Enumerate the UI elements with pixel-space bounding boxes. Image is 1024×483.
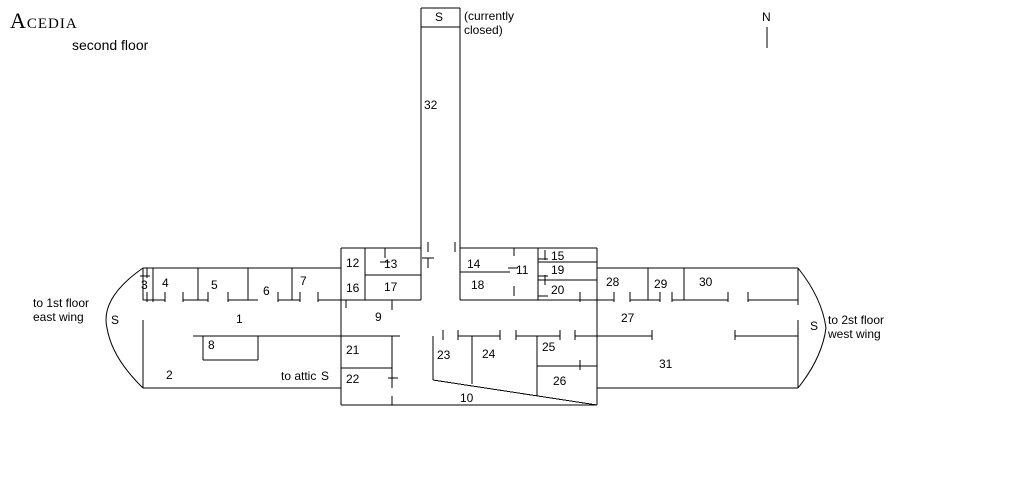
room-28: 28 <box>606 275 620 289</box>
west-stair-symbol: S <box>810 319 819 333</box>
room-19: 19 <box>551 263 565 277</box>
room-2: 2 <box>166 368 173 382</box>
room-4: 4 <box>162 276 169 290</box>
room-17: 17 <box>384 280 398 294</box>
room-8: 8 <box>208 338 215 352</box>
room-27: 27 <box>621 311 635 325</box>
room-30: 30 <box>699 275 713 289</box>
map-subtitle: second floor <box>72 37 149 53</box>
room-32: 32 <box>424 98 438 112</box>
room-11: 11 <box>516 263 529 277</box>
compass-letter: N <box>762 10 771 24</box>
room-14: 14 <box>467 257 481 271</box>
east-exit-line2: east wing <box>33 310 84 324</box>
west-exit-line1: to 2st floor <box>828 313 885 327</box>
east-stair-symbol: S <box>111 313 120 327</box>
room-26: 26 <box>553 374 567 388</box>
map-title: Acedia <box>10 8 78 33</box>
room-13: 13 <box>384 257 398 271</box>
tower-stair-symbol: S <box>435 10 444 24</box>
room-7: 7 <box>300 274 307 288</box>
room-18: 18 <box>471 278 485 292</box>
room-15: 15 <box>551 249 565 263</box>
room-10: 10 <box>460 391 474 405</box>
east-exit-line1: to 1st floor <box>33 296 90 310</box>
room-5: 5 <box>211 278 218 292</box>
stair-note-line1: (currently <box>464 9 515 23</box>
room-1: 1 <box>236 312 243 326</box>
room-9: 9 <box>375 310 382 324</box>
attic-label: to attic <box>281 369 317 383</box>
room-3: 3 <box>141 278 148 292</box>
room-12: 12 <box>346 256 360 270</box>
room-25: 25 <box>542 340 556 354</box>
room-21: 21 <box>346 343 360 357</box>
west-exit-line2: west wing <box>828 327 881 341</box>
room-6: 6 <box>263 284 270 298</box>
room-22: 22 <box>346 372 360 386</box>
room-16: 16 <box>346 281 360 295</box>
room-31: 31 <box>659 357 673 371</box>
room-20: 20 <box>551 283 565 297</box>
stair-note-line2: closed) <box>464 23 503 37</box>
room-23: 23 <box>437 348 451 362</box>
room-24: 24 <box>482 347 496 361</box>
attic-stair-symbol: S <box>321 369 330 383</box>
room-29: 29 <box>654 277 668 291</box>
